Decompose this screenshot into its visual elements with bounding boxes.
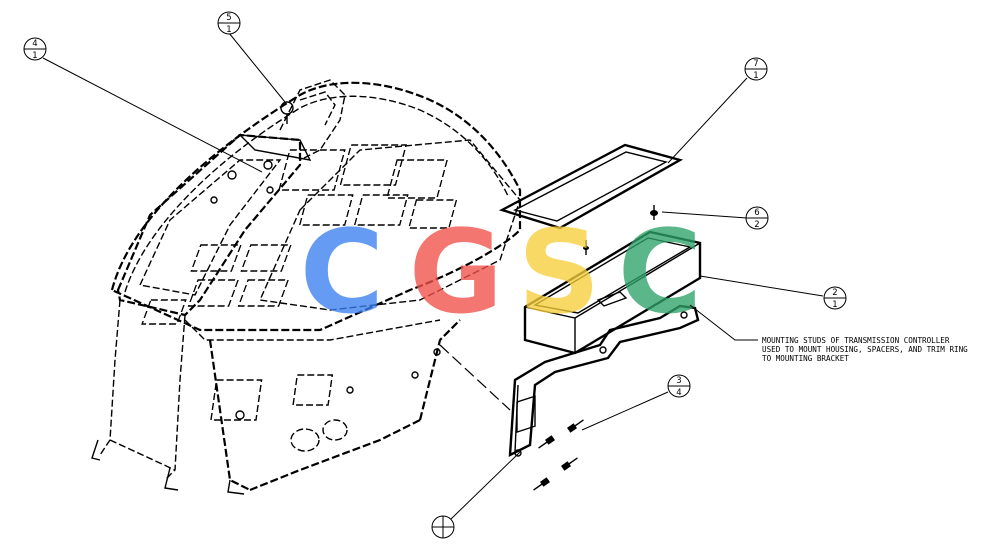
callout-4: 4 1	[23, 37, 47, 61]
callout-3-top: 3	[676, 376, 681, 386]
watermark-cgsc: C G S C	[300, 206, 702, 340]
mounting-note: MOUNTING STUDS OF TRANSMISSION CONTROLLE…	[762, 336, 998, 363]
alignment-centerline	[439, 344, 511, 411]
callout-5: 5 1	[217, 11, 241, 35]
callout-4-bottom: 1	[32, 51, 37, 61]
callout-6-top: 6	[754, 208, 759, 218]
callout-2-bottom: 1	[832, 300, 837, 310]
callout-5-top: 5	[226, 13, 231, 23]
callout-7: 7 1	[744, 57, 768, 81]
leader-lines	[42, 32, 824, 520]
watermark-letter-1: C	[300, 206, 384, 340]
mounting-bracket	[508, 304, 700, 458]
callout-6: 6 2	[745, 206, 769, 230]
trim-ring	[498, 143, 684, 230]
mounting-screws	[533, 419, 584, 491]
watermark-letter-2: G	[409, 206, 503, 340]
mounting-note-line-3: TO MOUNTING BRACKET	[762, 354, 849, 363]
callout-4-top: 4	[32, 39, 37, 49]
mounting-note-line-1: MOUNTING STUDS OF TRANSMISSION CONTROLLE…	[762, 336, 950, 345]
dashboard-housing	[91, 79, 522, 495]
callout-6-bottom: 2	[754, 220, 759, 230]
callout-2: 2 1	[823, 286, 847, 310]
callout-1	[431, 515, 455, 539]
watermark-letter-3: S	[518, 206, 601, 340]
callout-7-bottom: 1	[753, 71, 758, 81]
spacer-part	[583, 205, 658, 255]
watermark-letter-4: C	[618, 206, 702, 340]
callout-7-top: 7	[753, 59, 758, 69]
controller-housing	[523, 230, 702, 355]
callout-3-bottom: 4	[676, 388, 681, 398]
callout-2-top: 2	[832, 288, 837, 298]
callout-3: 3 4	[667, 374, 691, 398]
mounting-note-line-2: USED TO MOUNT HOUSING, SPACERS, AND TRIM…	[762, 345, 968, 354]
callout-5-bottom: 1	[226, 25, 231, 35]
